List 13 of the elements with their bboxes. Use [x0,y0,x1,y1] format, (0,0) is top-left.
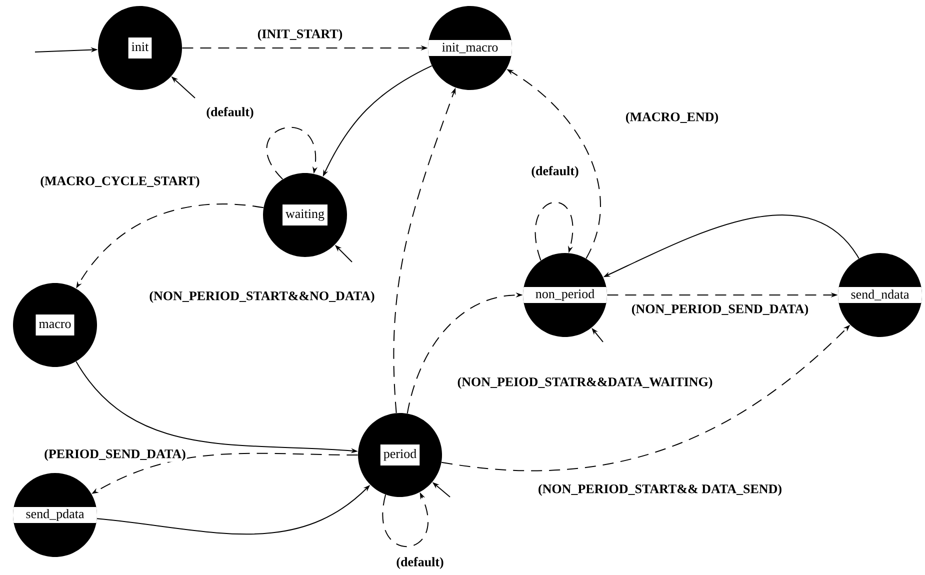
edge-label: (MACRO_CYCLE_START) [39,175,201,189]
loop-arrow [534,202,574,261]
edge-label: (NON_PERIOD_SEND_DATA) [630,303,810,317]
edge-label: (default) [205,106,255,120]
edge-label: (default) [395,556,445,570]
edge-label: (PERIOD_SEND_DATA) [43,448,187,462]
edge-label: (NON_PERIOD_START&&NO_DATA) [148,290,376,304]
loop-arrow [266,126,318,180]
edge-label: (NON_PEIOD_STATR&&DATA_WAITING) [456,376,714,390]
edge-label: (INIT_START) [256,28,344,42]
edge-label: (NON_PERIOD_START&& DATA_SEND) [537,483,784,497]
edge-label: (default) [530,165,580,179]
edge-label: (MACRO_END) [624,111,720,125]
